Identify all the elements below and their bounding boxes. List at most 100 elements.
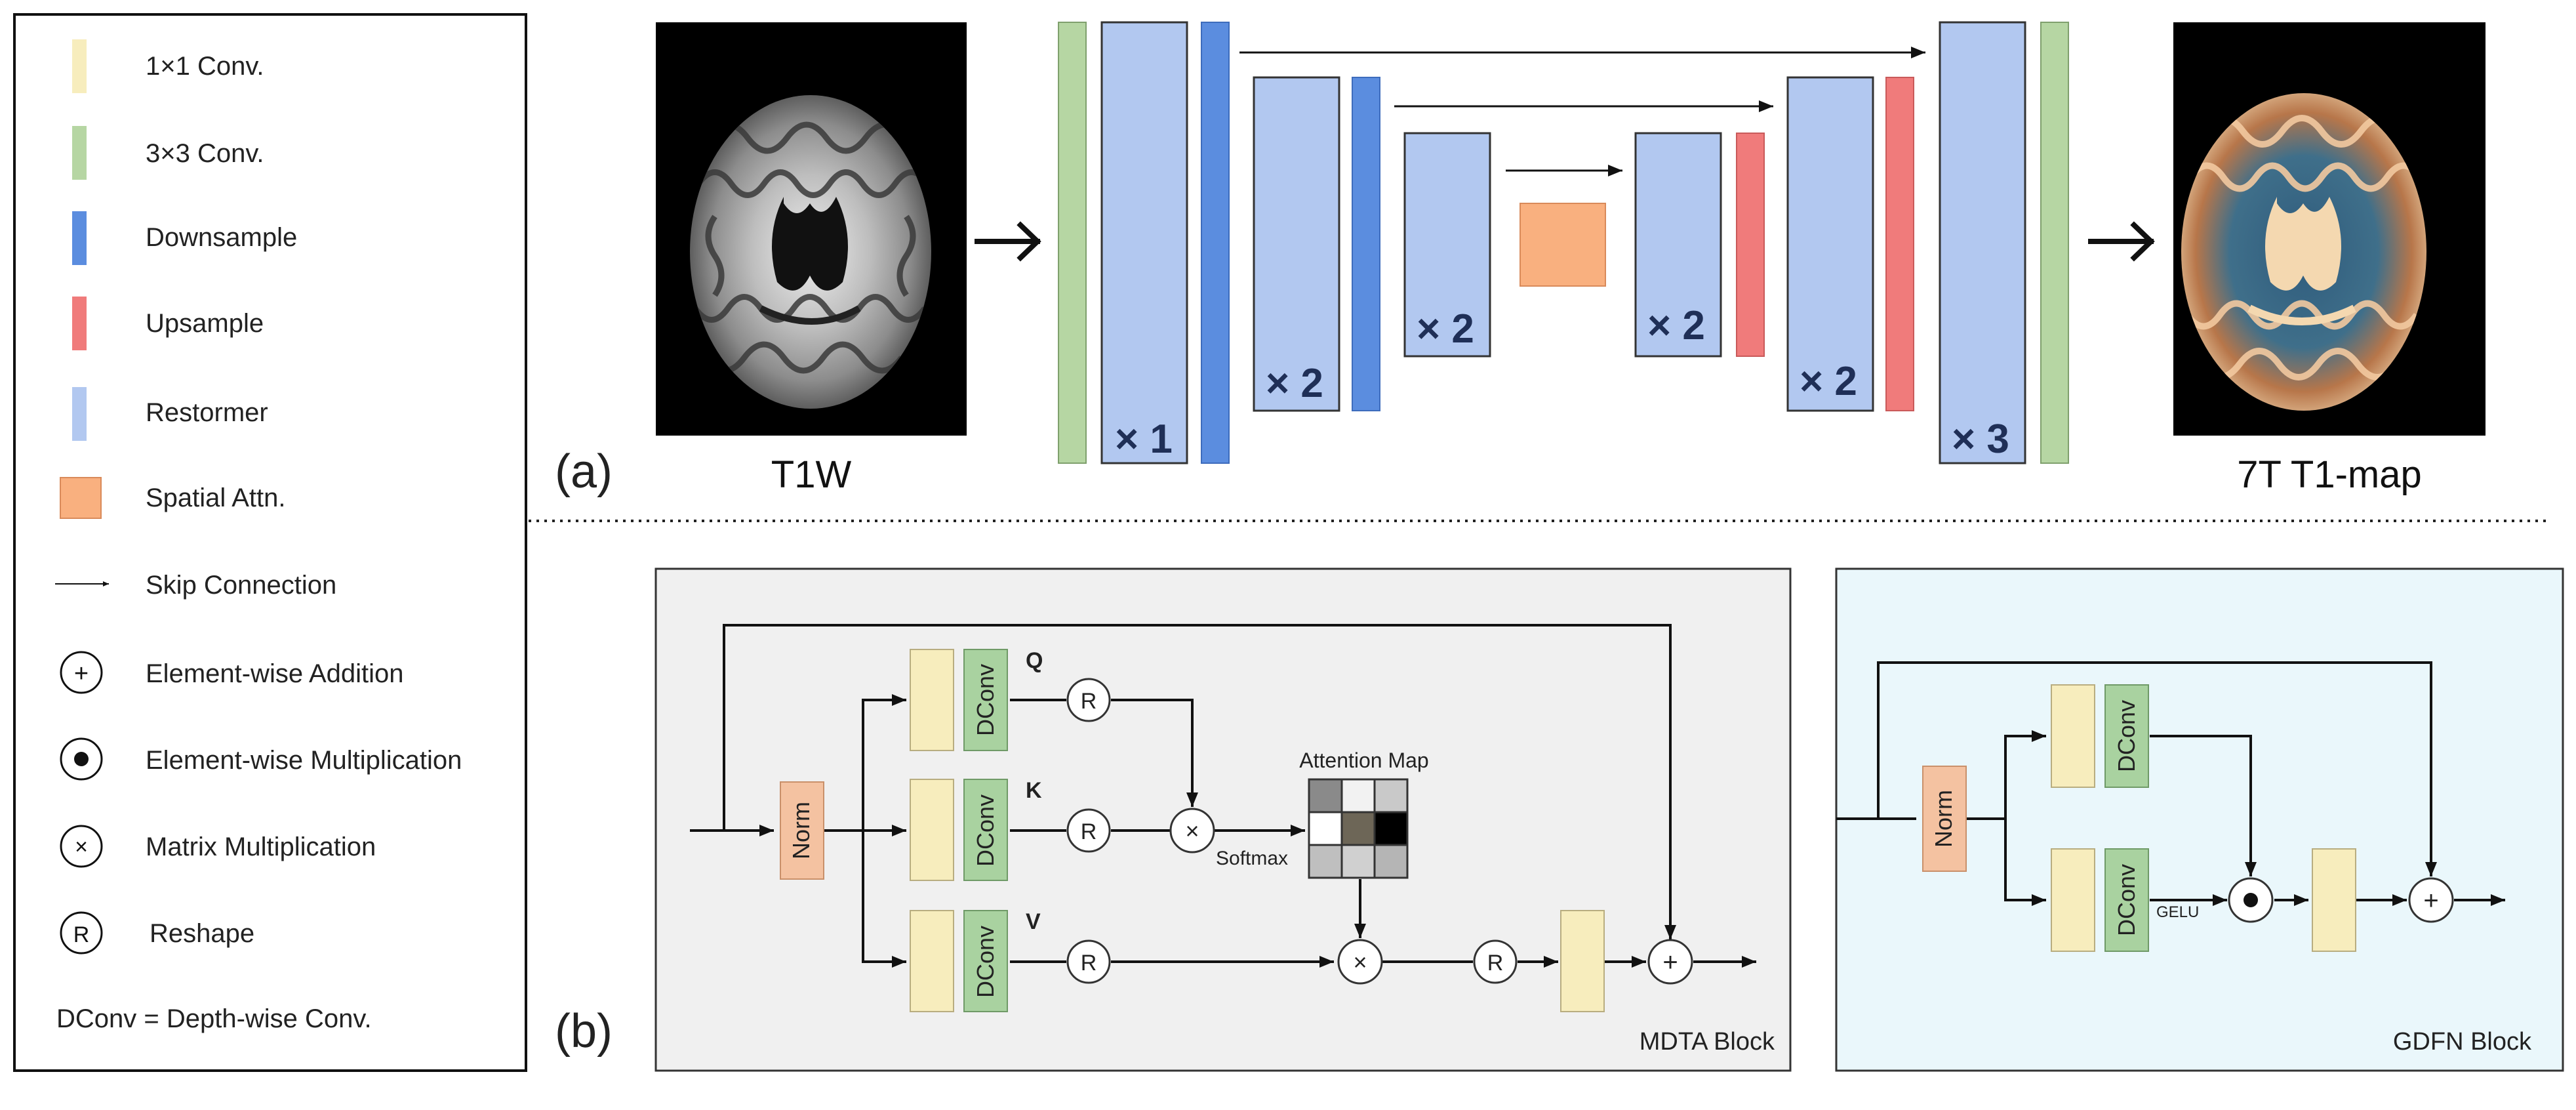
mdta-k-dconv xyxy=(963,779,1008,881)
input-t1w-image xyxy=(656,22,967,436)
mdta-q-dconv-label: DConv xyxy=(972,664,999,736)
mdta-av-matmul-icon: × xyxy=(1337,939,1383,985)
output-arrow-icon xyxy=(2088,221,2155,262)
restormer-level1-enc xyxy=(1100,21,1188,464)
mdta-q-label: Q xyxy=(1026,648,1043,673)
panel-a-label: (a) xyxy=(555,445,613,498)
legend-reshape-icon xyxy=(60,911,103,955)
attention-map-cell xyxy=(1308,844,1343,879)
mdta-k-conv1x1 xyxy=(910,779,954,881)
mdta-block: MDTA Block xyxy=(654,567,1792,1072)
mdta-qk-matmul-icon: × xyxy=(1169,808,1215,853)
reshape-symbol: R xyxy=(1081,819,1097,844)
upsample-2 xyxy=(1885,77,1914,411)
legend-swatch-conv1 xyxy=(72,39,87,93)
legend-label: 3×3 Conv. xyxy=(146,139,264,168)
legend-label: Spatial Attn. xyxy=(146,483,285,512)
multiplier-label: × 1 xyxy=(1115,417,1173,462)
input-arrow-icon xyxy=(975,221,1041,262)
ventricles-map xyxy=(2265,197,2341,291)
mdta-reshape-out-icon: R xyxy=(1473,939,1518,984)
mdta-v-conv1x1 xyxy=(910,910,954,1012)
reshape-symbol: R xyxy=(1487,951,1504,976)
reshape-symbol: R xyxy=(73,922,90,947)
gdfn-bottom-conv1x1 xyxy=(2051,848,2095,952)
reshape-symbol: R xyxy=(1081,689,1097,714)
attention-map-cell xyxy=(1308,811,1343,846)
output-t1map-image xyxy=(2173,22,2485,436)
legend-swatch-spatial-attn xyxy=(60,477,102,519)
gdfn-top-dconv xyxy=(2104,684,2149,788)
legend-label: Upsample xyxy=(146,309,264,338)
restormer-level2-enc xyxy=(1253,76,1340,412)
mdta-v-label: V xyxy=(1026,909,1041,934)
mdta-v-dconv-label: DConv xyxy=(972,926,999,998)
downsample-1 xyxy=(1201,22,1230,464)
legend-label: Restormer xyxy=(146,398,268,427)
legend-swatch-downsample xyxy=(72,211,87,265)
matmul-symbol: × xyxy=(75,834,88,859)
restormer-level2-dec xyxy=(1786,76,1874,412)
gdfn-add-icon: + xyxy=(2408,877,2454,923)
legend-label: Matrix Multiplication xyxy=(146,832,376,861)
input-caption: T1W xyxy=(771,453,852,496)
legend: 1×1 Conv. 3×3 Conv. Downsample Upsample … xyxy=(13,13,527,1072)
gdfn-gelu-label: GELU xyxy=(2156,903,2199,921)
legend-label: Downsample xyxy=(146,223,297,252)
gdfn-title: GDFN Block xyxy=(2393,1028,2532,1056)
conv3x3-out-block xyxy=(2040,22,2069,464)
mdta-k-label: K xyxy=(1026,778,1042,803)
attention-map-cell xyxy=(1340,811,1376,846)
mdta-q-dconv xyxy=(963,649,1008,751)
gdfn-bottom-dconv-label: DConv xyxy=(2113,864,2140,936)
mdta-norm-label: Norm xyxy=(788,802,815,859)
attention-map-cell xyxy=(1373,844,1409,879)
gdfn-top-conv1x1 xyxy=(2051,684,2095,788)
mdta-out-conv1x1 xyxy=(1560,910,1605,1012)
legend-swatch-conv3 xyxy=(72,126,87,180)
multiplier-label: × 2 xyxy=(1266,361,1323,406)
mdta-title: MDTA Block xyxy=(1640,1028,1775,1056)
legend-label: Element-wise Multiplication xyxy=(146,746,462,775)
gdfn-block: GDFN Block Norm DConv DConv GELU xyxy=(1835,567,2564,1072)
attention-map-cell xyxy=(1373,811,1409,846)
legend-dot-icon xyxy=(74,752,89,766)
upsample-1 xyxy=(1736,133,1765,357)
legend-frame xyxy=(13,13,527,1072)
multiplier-label: × 2 xyxy=(1647,303,1705,348)
mdta-k-dconv-label: DConv xyxy=(972,794,999,867)
legend-swatch-upsample xyxy=(72,297,87,350)
restormer-level3-dec xyxy=(1634,132,1722,358)
matmul-symbol: × xyxy=(1353,949,1367,976)
mdta-reshape-v-icon: R xyxy=(1066,939,1111,984)
legend-label: Element-wise Addition xyxy=(146,659,404,688)
legend-label: Skip Connection xyxy=(146,571,336,600)
conv3x3-in-block xyxy=(1058,22,1087,464)
legend-addition-icon xyxy=(60,651,103,694)
legend-swatch-restormer xyxy=(72,387,87,441)
gdfn-out-conv1x1 xyxy=(2312,848,2356,952)
multiplier-label: × 3 xyxy=(1952,417,2009,462)
attention-map-cell xyxy=(1308,778,1343,813)
addition-symbol: + xyxy=(74,660,89,688)
mdta-norm-block xyxy=(780,781,824,880)
mdta-reshape-k-icon: R xyxy=(1066,808,1111,853)
attention-map-grid xyxy=(1308,778,1409,879)
mdta-add-icon: + xyxy=(1647,939,1693,985)
attention-map-cell xyxy=(1340,844,1376,879)
multiplier-label: × 2 xyxy=(1800,359,1857,404)
reshape-symbol: R xyxy=(1081,951,1097,976)
panel-a: (a) T1W xyxy=(555,21,2485,498)
attention-map-cell xyxy=(1373,778,1409,813)
gdfn-top-dconv-label: DConv xyxy=(2113,700,2140,772)
output-caption: 7T T1-map xyxy=(2237,453,2422,496)
gdfn-norm-label: Norm xyxy=(1930,790,1957,848)
gdfn-norm-block xyxy=(1922,766,1967,872)
panel-b-label: (b) xyxy=(555,1005,613,1058)
downsample-2 xyxy=(1352,77,1380,411)
legend-label: Reshape xyxy=(150,919,254,948)
legend-footnote: DConv = Depth-wise Conv. xyxy=(56,1004,372,1033)
mdta-reshape-q-icon: R xyxy=(1066,678,1111,722)
attention-map-cell xyxy=(1340,778,1376,813)
